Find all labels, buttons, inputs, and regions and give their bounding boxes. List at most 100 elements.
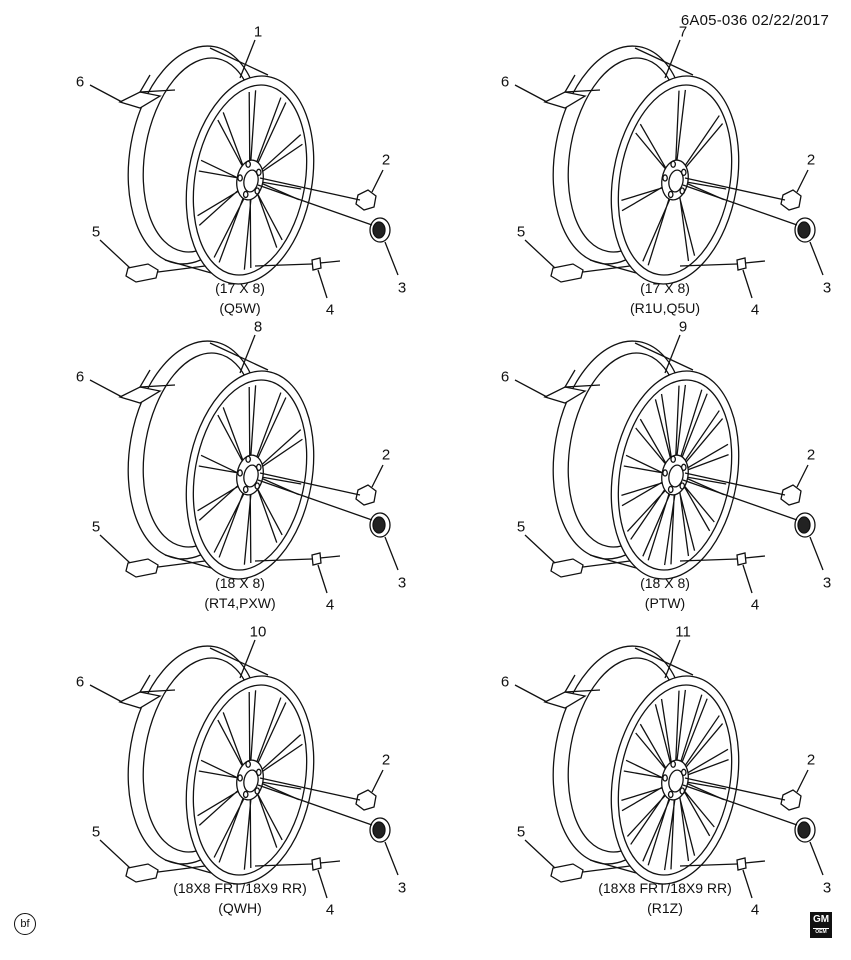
center-cap-callout: 3 — [397, 879, 407, 897]
wheel-option-code: (PTW) — [644, 595, 686, 611]
wheel-spoke — [621, 185, 666, 212]
lug-hole — [680, 768, 687, 776]
lug-nut — [780, 189, 802, 211]
wheel-spoke — [217, 112, 246, 171]
center-cap-leader-line — [682, 784, 824, 876]
tpms-sensor-leader-line — [524, 239, 631, 273]
wheel-option-code: (R1Z) — [647, 900, 683, 916]
wheel-spokes — [197, 90, 303, 270]
lug-nut-leader-line — [259, 169, 384, 201]
tpms-sensor-callout: 5 — [91, 823, 101, 841]
wheel-caption: (18X8 FRT/18X9 RR)(QWH) — [173, 878, 307, 918]
wheel-spoke — [626, 791, 668, 845]
sticker-callout: 6 — [75, 673, 85, 691]
wheel-spoke — [217, 712, 246, 771]
lug-nut-callout: 2 — [381, 151, 391, 169]
tpms-sensor-callout: 5 — [91, 518, 101, 536]
tpms-sensor — [550, 263, 584, 283]
wheel-spoke — [198, 759, 242, 781]
wheel-caption: (17 X 8)(Q5W) — [215, 278, 265, 318]
wheel-spoke — [248, 385, 257, 460]
lug-hole — [242, 790, 249, 799]
barrel-top-line — [634, 647, 694, 676]
wheel-size-label: (18 X 8) — [640, 575, 690, 591]
wheel-spokes — [197, 385, 303, 565]
wheel-center-bore — [243, 169, 259, 193]
lug-hole — [667, 790, 674, 799]
barrel-top-line — [209, 342, 269, 371]
wheel-center-bore — [243, 769, 259, 793]
wheel-spoke — [248, 90, 257, 165]
center-cap-emblem — [797, 516, 811, 534]
wheel-spoke — [197, 482, 242, 521]
wheel-spoke — [678, 794, 696, 862]
center-cap-leader-line — [257, 479, 399, 571]
tpms-sensor-callout: 5 — [516, 223, 526, 241]
wheel-center-bore — [668, 769, 684, 793]
wheel-spoke — [654, 393, 673, 463]
wheel-spoke — [682, 788, 715, 837]
wheel-spoke — [197, 187, 242, 226]
tpms-sensor — [125, 558, 159, 578]
tpms-sensor-leader-line — [99, 839, 206, 873]
wheel-face-lip — [617, 84, 733, 276]
wheel-diagram — [89, 639, 399, 899]
wheel-option-code: (RT4,PXW) — [204, 595, 276, 611]
wheel-caption: (18 X 8) (PTW) — [640, 573, 690, 613]
valve-stem-leader-line — [679, 860, 766, 899]
balance-weight-sticker — [118, 91, 162, 109]
lug-nut-callout: 2 — [381, 751, 391, 769]
lug-nut — [355, 189, 377, 211]
sticker-callout: 6 — [75, 73, 85, 91]
wheel-leader-line — [664, 334, 681, 374]
wheel-spoke — [255, 190, 283, 248]
wheel-diagram — [514, 334, 824, 594]
lug-hole — [679, 187, 686, 195]
valve-stem — [736, 857, 747, 871]
lug-hole — [680, 463, 687, 471]
balance-weight-sticker — [543, 691, 587, 709]
lug-nut-callout: 2 — [806, 151, 816, 169]
lug-nut-callout: 2 — [806, 446, 816, 464]
wheel-spoke — [682, 715, 724, 770]
wheel-spoke — [198, 454, 242, 476]
wheel-spoke — [255, 485, 283, 543]
valve-stem — [736, 552, 747, 566]
wheel-spoke — [259, 429, 303, 469]
lug-hole — [254, 482, 261, 490]
valve-stem-leader-line — [254, 260, 341, 299]
lug-hole — [679, 787, 686, 795]
wheel-spoke — [642, 490, 672, 561]
lug-nut-leader-line — [684, 769, 809, 801]
lug-hole — [254, 787, 261, 795]
wheel-center-bore — [668, 464, 684, 488]
wheel-spoke — [663, 491, 676, 566]
lug-nut — [780, 484, 802, 506]
lug-nut — [355, 789, 377, 811]
lug-nut-leader-line — [259, 769, 384, 801]
sticker-leader-line — [514, 369, 601, 398]
tpms-sensor-callout: 5 — [91, 223, 101, 241]
valve-stem-callout: 4 — [750, 596, 760, 614]
gm-logo-text: GM — [812, 914, 830, 925]
center-cap-callout: 3 — [822, 279, 832, 297]
wheel-face-lip — [192, 379, 308, 571]
lug-hole — [237, 174, 243, 182]
wheel-spoke — [213, 795, 246, 863]
wheel-spoke — [259, 134, 303, 174]
valve-stem — [736, 257, 747, 271]
wheel-spoke — [663, 796, 676, 871]
wheel-face-lip — [617, 379, 733, 571]
balance-weight-sticker — [118, 691, 162, 709]
wheel-spoke — [217, 407, 246, 466]
wheel-size-label: (17 X 8) — [215, 280, 265, 296]
tpms-sensor — [550, 558, 584, 578]
document-header: 6A05-036 02/22/2017 — [681, 12, 829, 29]
balance-weight-sticker — [118, 386, 162, 404]
tpms-sensor-leader-line — [99, 239, 206, 273]
wheel-spoke — [621, 785, 666, 812]
